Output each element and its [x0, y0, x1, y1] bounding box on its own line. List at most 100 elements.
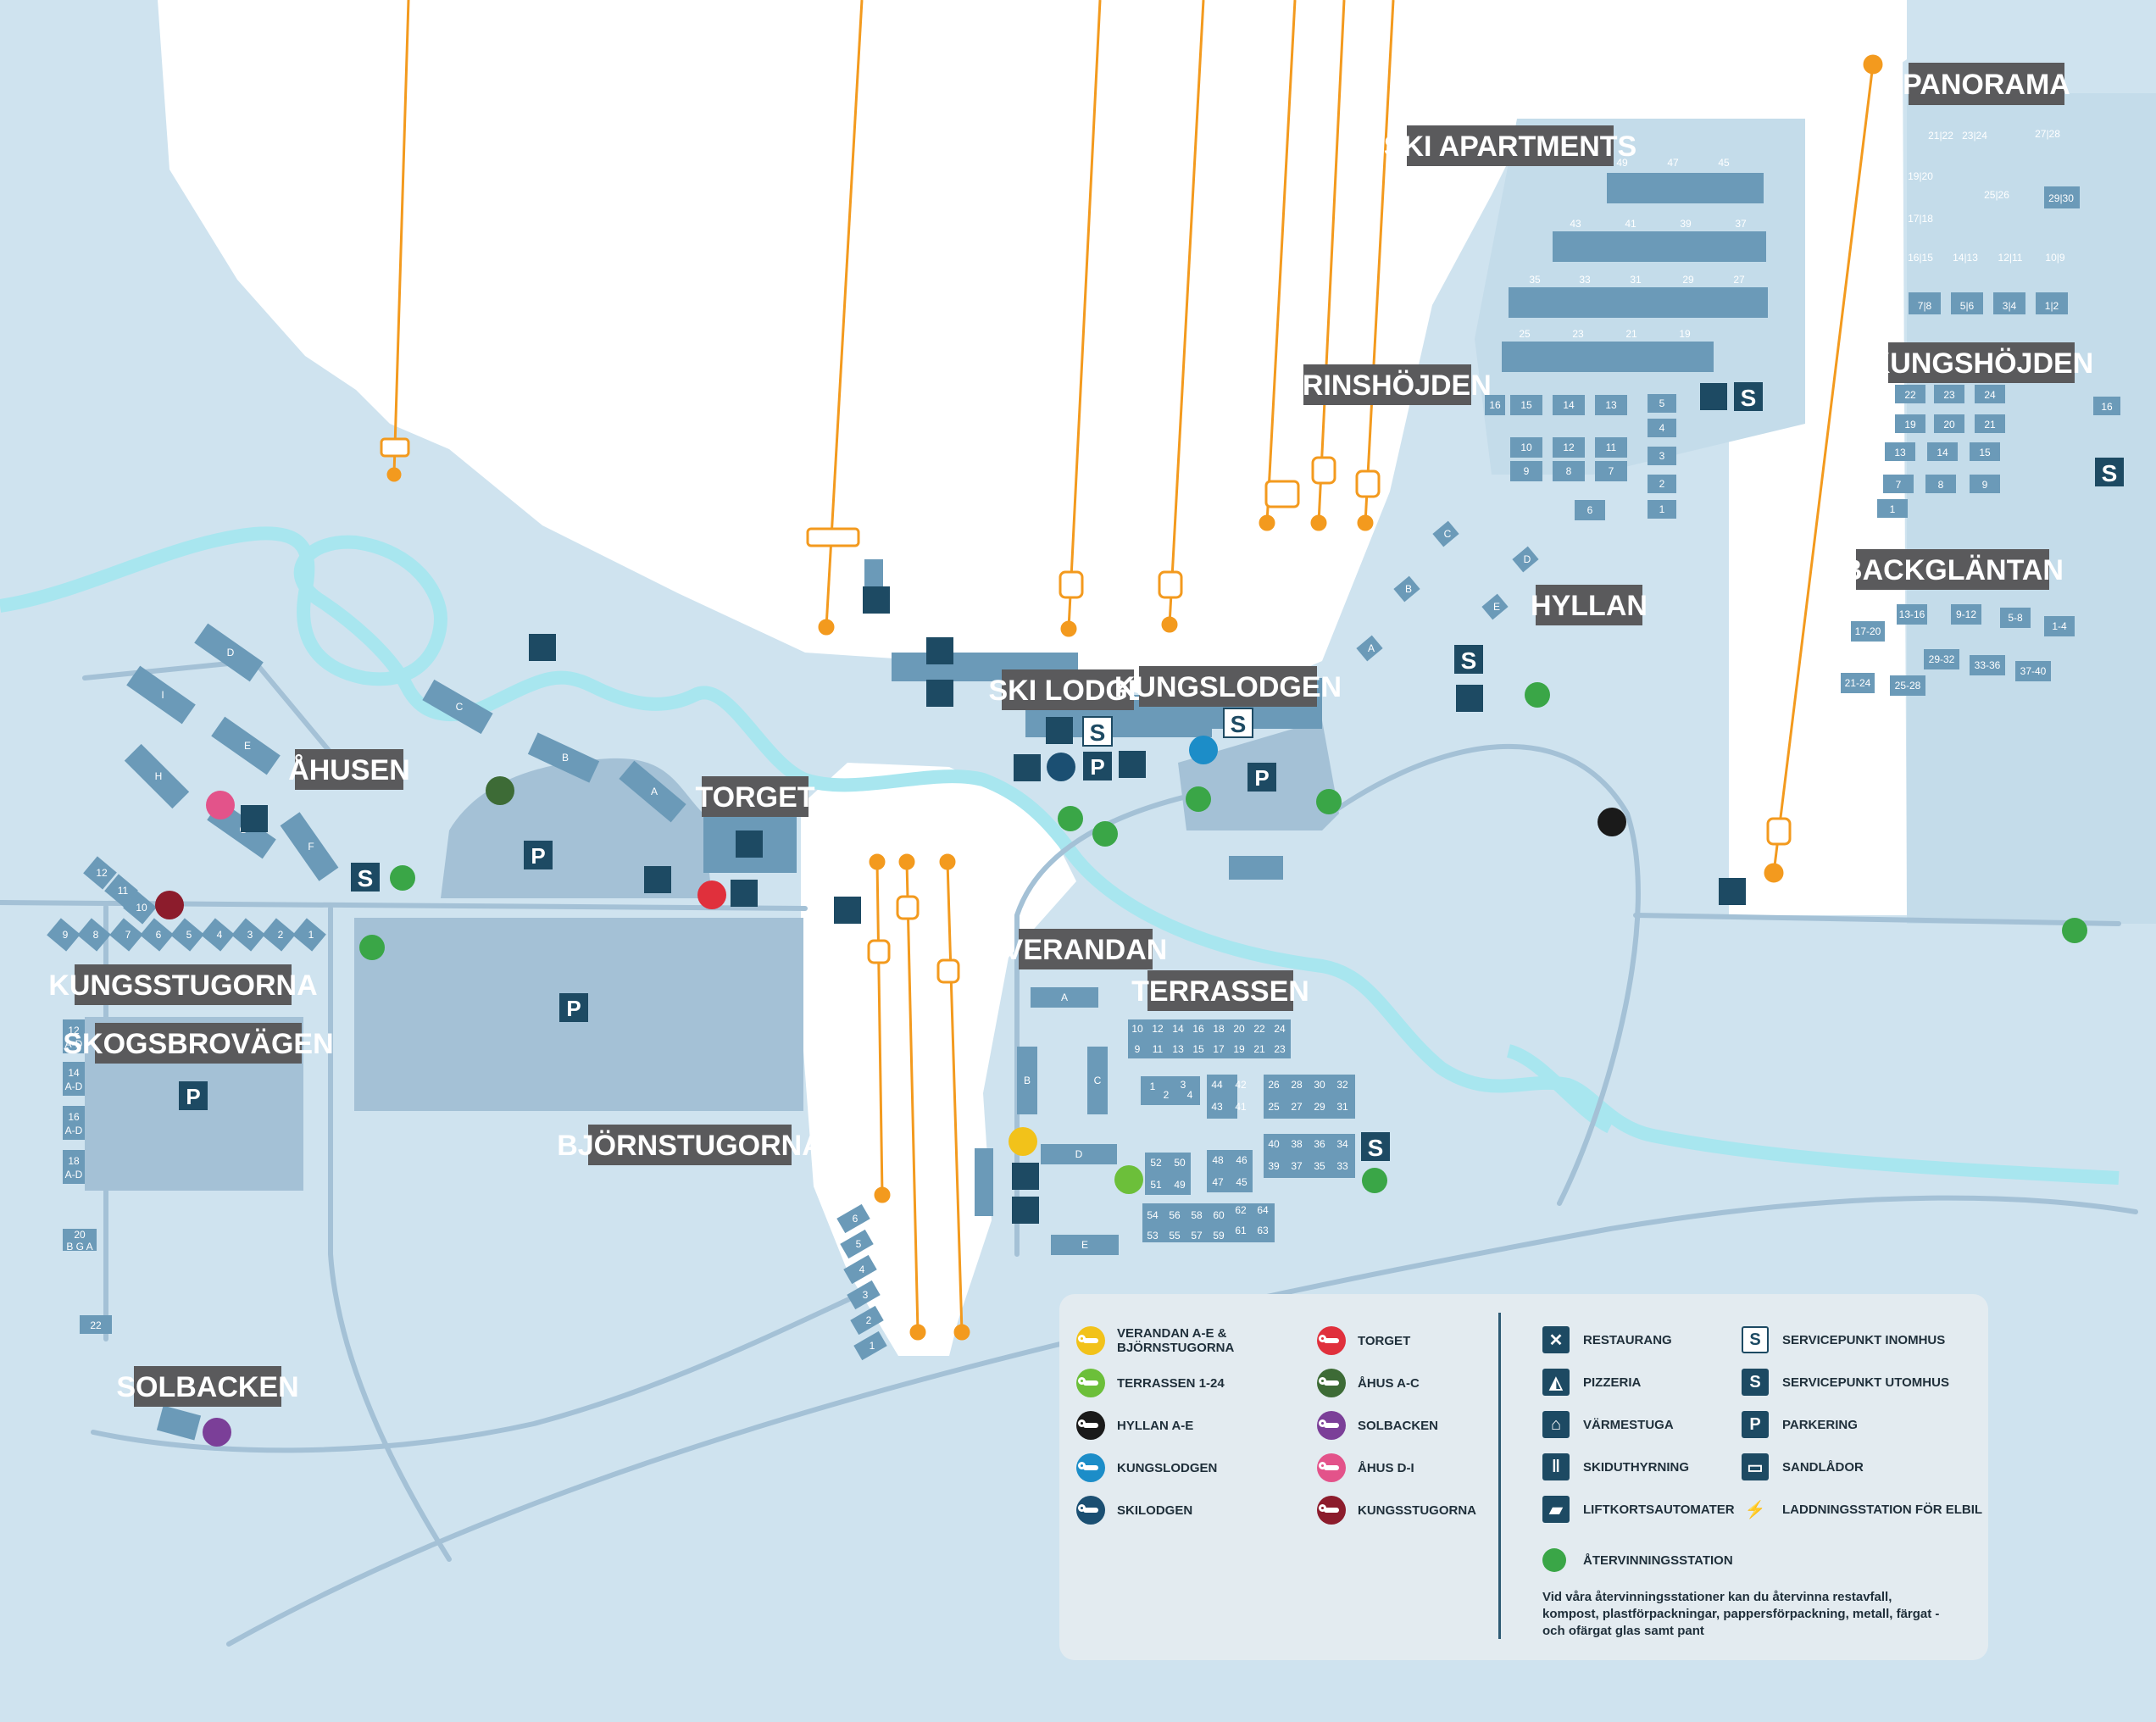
svg-text:BJÖRNSTUGORNA: BJÖRNSTUGORNA [557, 1130, 823, 1162]
restaurant-icon [1046, 717, 1073, 744]
svg-text:B G A: B G A [66, 1241, 92, 1253]
svg-text:36: 36 [1314, 1138, 1325, 1150]
key-icon [1076, 1453, 1105, 1482]
svg-text:35: 35 [1529, 274, 1541, 286]
svg-text:19|20: 19|20 [1908, 170, 1933, 182]
svg-text:KUNGSLODGEN: KUNGSLODGEN [1114, 671, 1342, 703]
svg-text:19: 19 [1679, 328, 1691, 340]
svg-text:14: 14 [1172, 1023, 1184, 1035]
key-verandan-icon [1009, 1127, 1037, 1156]
svg-text:10: 10 [136, 902, 147, 914]
legend-pizzeria: ◭PIZZERIA [1542, 1369, 1641, 1396]
svg-text:3|4: 3|4 [2003, 300, 2017, 312]
svg-text:8: 8 [1566, 465, 1572, 477]
label-verandan: VERANDAN [1004, 929, 1167, 969]
svg-text:11: 11 [1153, 1043, 1164, 1055]
svg-text:29: 29 [1314, 1101, 1325, 1113]
svg-text:4: 4 [1187, 1089, 1193, 1101]
svg-text:41: 41 [1625, 218, 1636, 230]
label-ski-lodge: SKI LODGE [988, 669, 1147, 710]
svg-text:2: 2 [278, 929, 284, 941]
svg-text:12: 12 [68, 1025, 80, 1036]
svg-text:14: 14 [1563, 399, 1575, 411]
recycling-icon [1316, 789, 1342, 814]
legend-key-hyllan: HYLLAN A-E [1076, 1411, 1193, 1440]
svg-text:9: 9 [1982, 479, 1988, 491]
svg-text:43: 43 [1211, 1101, 1223, 1113]
svg-text:29|30: 29|30 [2048, 192, 2074, 204]
restaurant-icon [863, 586, 890, 614]
parking-icon: P [1247, 763, 1276, 792]
svg-text:21-24: 21-24 [1845, 677, 1871, 689]
svg-text:13-16: 13-16 [1899, 608, 1925, 620]
svg-text:31: 31 [1630, 274, 1642, 286]
recycling-note: Vid våra återvinningsstationer kan du åt… [1542, 1590, 1940, 1638]
svg-text:23: 23 [1943, 389, 1955, 401]
ski-slope [158, 0, 1907, 712]
label-kungshojden: KUNGSHÖJDEN [1870, 342, 2093, 383]
sandbox-icon: ▭ [1742, 1453, 1769, 1480]
svg-text:1: 1 [308, 929, 314, 941]
svg-text:5: 5 [856, 1238, 862, 1250]
svg-text:26: 26 [1268, 1079, 1280, 1091]
svg-text:52: 52 [1150, 1157, 1162, 1169]
svg-text:33: 33 [1336, 1160, 1348, 1172]
svg-text:P: P [1254, 765, 1269, 791]
svg-text:13: 13 [1172, 1043, 1184, 1055]
svg-text:5: 5 [1659, 397, 1665, 409]
svg-text:1: 1 [1659, 503, 1665, 515]
svg-text:40: 40 [1268, 1138, 1280, 1150]
label-panorama: PANORAMA [1903, 63, 2070, 105]
svg-text:A-D: A-D [65, 1038, 83, 1050]
svg-text:39: 39 [1268, 1160, 1280, 1172]
svg-text:25-28: 25-28 [1895, 680, 1921, 692]
svg-text:25|26: 25|26 [1984, 189, 2009, 201]
sandbox-icon [1014, 754, 1041, 781]
svg-text:14: 14 [68, 1067, 80, 1079]
label-ski-apartments: SKI APARTMENTS [1384, 125, 1636, 166]
key-solbacken-icon [203, 1418, 231, 1447]
svg-text:TORGET: TORGET [695, 781, 814, 814]
svg-text:24: 24 [1274, 1023, 1286, 1035]
svg-text:46: 46 [1236, 1154, 1247, 1166]
svg-text:23: 23 [1274, 1043, 1286, 1055]
svg-text:S: S [1368, 1135, 1384, 1161]
svg-text:2: 2 [866, 1314, 872, 1326]
svg-text:60: 60 [1213, 1209, 1225, 1221]
key-icon [1317, 1369, 1346, 1397]
restaurant-icon [926, 637, 953, 664]
svg-text:27|28: 27|28 [2035, 128, 2060, 140]
legend-ev: ⚡LADDNINGSSTATION FÖR ELBIL [1742, 1496, 1983, 1523]
parking-icon: P [1742, 1411, 1769, 1438]
label-skogsbrovagen: SKOGSBROVÄGEN [63, 1023, 334, 1064]
svg-text:15: 15 [1192, 1043, 1204, 1055]
svg-text:H: H [155, 770, 163, 782]
svg-text:61: 61 [1235, 1225, 1247, 1236]
warming-hut-icon [834, 897, 861, 924]
key-icon [1076, 1411, 1105, 1440]
svg-text:10: 10 [1131, 1023, 1143, 1035]
legend-skiduthyrning: ‖SKIDUTHYRNING [1542, 1453, 1689, 1480]
svg-text:S: S [1231, 711, 1247, 737]
svg-text:7: 7 [125, 929, 131, 941]
svg-text:4: 4 [1659, 422, 1665, 434]
label-torget: TORGET [695, 776, 815, 817]
svg-text:SOLBACKEN: SOLBACKEN [116, 1371, 298, 1403]
area-labels: PANORAMA SKI APARTMENTS PRINSHÖJDEN KUNG… [48, 63, 2093, 1407]
label-kungslodgen: KUNGSLODGEN [1114, 666, 1342, 707]
svg-text:12|11: 12|11 [1998, 252, 2023, 264]
parking-icon: P [1083, 752, 1112, 780]
service-outdoor-icon: S [1454, 645, 1483, 674]
svg-text:SKI APARTMENTS: SKI APARTMENTS [1384, 131, 1636, 163]
svg-text:BACKGLÄNTAN: BACKGLÄNTAN [1842, 554, 2064, 586]
service-outdoor-icon: S [1742, 1369, 1769, 1396]
legend-varmestuga: ⌂VÄRMESTUGA [1542, 1411, 1674, 1438]
recycling-markers [390, 682, 2087, 1193]
svg-text:18: 18 [68, 1155, 80, 1167]
svg-text:55: 55 [1169, 1230, 1181, 1242]
legend-restaurant: ✕RESTAURANG [1542, 1326, 1672, 1353]
svg-text:20: 20 [1233, 1023, 1245, 1035]
svg-text:16: 16 [68, 1111, 80, 1123]
svg-text:PRINSHÖJDEN: PRINSHÖJDEN [1283, 369, 1492, 402]
river [0, 526, 2120, 1185]
